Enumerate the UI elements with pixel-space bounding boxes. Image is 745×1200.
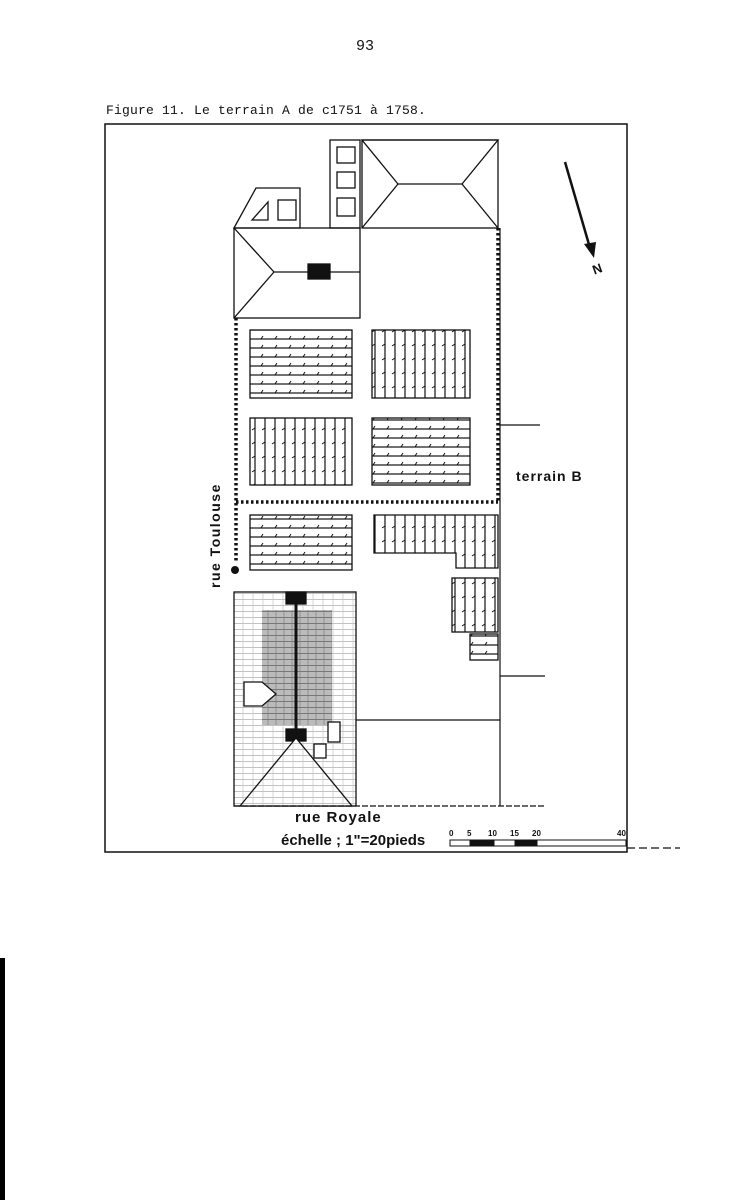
rue-toulouse-label: rue Toulouse bbox=[207, 483, 223, 588]
scale-label: échelle ; 1"=20pieds bbox=[281, 832, 425, 849]
building-top-right bbox=[360, 139, 500, 229]
scan-edge-shadow bbox=[0, 958, 5, 1200]
fence bbox=[234, 228, 500, 562]
garden-beds bbox=[249, 329, 499, 661]
scale-tick: 5 bbox=[467, 829, 472, 838]
figure-frame bbox=[104, 123, 628, 853]
scale-tick: 20 bbox=[532, 829, 541, 838]
scale-tick: 40 bbox=[617, 829, 626, 838]
scale-tick: 0 bbox=[449, 829, 454, 838]
terrain-b-label: terrain B bbox=[516, 468, 583, 484]
outbuilding-column bbox=[329, 139, 361, 229]
lot-lines bbox=[234, 228, 680, 849]
scale-tick: 10 bbox=[488, 829, 497, 838]
page-number: 93 bbox=[356, 38, 375, 55]
figure-caption: Figure 11. Le terrain A de c1751 à 1758. bbox=[106, 103, 427, 118]
rue-royale-label: rue Royale bbox=[295, 809, 382, 826]
lower-house bbox=[233, 591, 357, 807]
scale-bar: 0 5 10 15 20 40 bbox=[449, 829, 627, 847]
north-arrow-icon: N bbox=[563, 161, 604, 278]
north-label: N bbox=[590, 260, 604, 277]
scale-tick: 15 bbox=[510, 829, 519, 838]
upper-house bbox=[233, 227, 361, 319]
shed bbox=[232, 187, 301, 229]
fence-post bbox=[231, 566, 239, 574]
